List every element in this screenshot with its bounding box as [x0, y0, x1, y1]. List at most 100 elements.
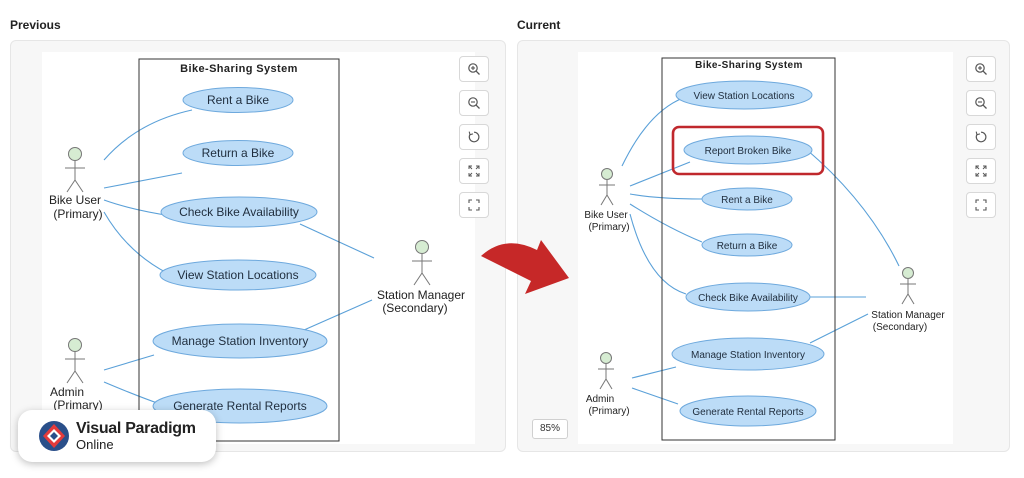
fullscreen-button[interactable]: [966, 192, 996, 218]
actor-head-icon: [68, 147, 82, 161]
fit-button[interactable]: [459, 158, 489, 184]
current-toolbar: [966, 56, 996, 218]
assoc-user-view: [621, 97, 684, 167]
usecase-label: Manage Station Inventory: [691, 350, 805, 361]
fit-button[interactable]: [966, 158, 996, 184]
usecase-label: Generate Rental Reports: [692, 407, 803, 418]
usecase-ellipse[interactable]: [159, 259, 317, 291]
previous-diagram-canvas[interactable]: Bike-Sharing System Rent a Bike Return a…: [42, 52, 475, 444]
system-name: Bike-Sharing System: [180, 63, 298, 75]
usecase-ellipse[interactable]: [182, 140, 294, 166]
zoom-out-button[interactable]: [459, 90, 489, 116]
actor-admin[interactable]: [598, 352, 614, 390]
actor-station-manager[interactable]: [900, 267, 916, 305]
zoom-in-button[interactable]: [459, 56, 489, 82]
visual-paradigm-logo: Visual Paradigm Online: [18, 410, 216, 462]
assoc-manager-report: [805, 148, 900, 267]
previous-panel: Bike-Sharing System Rent a Bike Return a…: [10, 40, 506, 452]
zoom-out-button[interactable]: [966, 90, 996, 116]
assoc-user-return: [103, 172, 183, 189]
reset-icon: [975, 131, 987, 143]
assoc-manager-manage: [809, 313, 869, 344]
assoc-admin-manage: [103, 354, 155, 371]
usecase-label: Check Bike Availability: [698, 293, 798, 304]
assoc-admin-manage: [631, 366, 677, 379]
assoc-admin-reports: [631, 387, 679, 405]
reset-button[interactable]: [459, 124, 489, 150]
assoc-user-view: [103, 211, 168, 274]
fullscreen-icon: [975, 199, 987, 211]
usecase-label: Rent a Bike: [207, 93, 269, 107]
logo-line1: Visual Paradigm: [76, 419, 196, 437]
actor-name: Bike User: [584, 210, 628, 221]
current-diagram: Bike-Sharing System View Station Locatio…: [584, 57, 945, 441]
usecase-label: View Station Locations: [177, 268, 298, 282]
system-boundary: [138, 58, 340, 442]
assoc-user-report: [629, 161, 691, 187]
current-diagram-canvas[interactable]: Bike-Sharing System View Station Locatio…: [578, 52, 953, 444]
actor-role: (Secondary): [382, 301, 447, 315]
usecase-ellipse[interactable]: [701, 233, 793, 257]
previous-toolbar: [459, 56, 489, 218]
previous-diagram: Bike-Sharing System Rent a Bike Return a…: [49, 58, 465, 442]
actor-name: Admin: [586, 394, 614, 405]
actor-name: Station Manager: [377, 288, 465, 302]
usecase-ellipse[interactable]: [182, 87, 294, 113]
zoom-out-icon: [975, 97, 987, 109]
actor-bike-user[interactable]: [599, 168, 615, 206]
usecase-ellipse[interactable]: [160, 196, 318, 228]
usecase-ellipse[interactable]: [152, 323, 328, 359]
usecase-label: Check Bike Availability: [179, 205, 299, 219]
visual-paradigm-logo-icon: [39, 421, 69, 451]
actor-head-icon: [600, 352, 612, 364]
usecase-label: Return a Bike: [202, 146, 275, 160]
actor-role: (Primary): [588, 222, 629, 233]
usecase-ellipse[interactable]: [675, 80, 813, 110]
zoom-in-icon: [468, 63, 480, 75]
usecase-label: Report Broken Bike: [705, 146, 792, 157]
actor-head-icon: [601, 168, 613, 180]
assoc-user-rent: [103, 109, 193, 161]
transition-arrow-icon: [481, 240, 569, 294]
reset-icon: [468, 131, 480, 143]
usecase-label: Return a Bike: [717, 241, 778, 252]
usecase-label: Rent a Bike: [721, 195, 773, 206]
usecase-label: Generate Rental Reports: [173, 399, 306, 413]
fullscreen-icon: [468, 199, 480, 211]
zoom-level-badge[interactable]: 85%: [532, 419, 569, 439]
current-title: Current: [517, 18, 561, 32]
actor-head-icon: [415, 240, 429, 254]
usecase-ellipse[interactable]: [683, 135, 813, 165]
system-boundary: [661, 57, 836, 441]
logo-line2: Online: [76, 436, 114, 452]
current-panel: Bike-Sharing System View Station Locatio…: [517, 40, 1010, 452]
assoc-manager-manage: [303, 299, 373, 331]
usecase-ellipse[interactable]: [685, 282, 811, 312]
usecase-label: Manage Station Inventory: [172, 334, 309, 348]
fullscreen-button[interactable]: [459, 192, 489, 218]
assoc-manager-check: [299, 223, 375, 259]
zoom-out-icon: [468, 97, 480, 109]
actor-role: (Primary): [53, 207, 102, 221]
reset-button[interactable]: [966, 124, 996, 150]
assoc-user-return: [629, 203, 703, 243]
actor-station-manager[interactable]: [412, 240, 432, 286]
usecase-ellipse[interactable]: [671, 337, 825, 371]
actor-admin[interactable]: [65, 338, 85, 384]
actor-role: (Secondary): [873, 322, 927, 333]
zoom-in-button[interactable]: [966, 56, 996, 82]
usecase-ellipse[interactable]: [679, 395, 817, 427]
system-name: Bike-Sharing System: [695, 60, 803, 71]
actor-name: Station Manager: [871, 310, 945, 321]
actor-role: (Primary): [588, 406, 629, 417]
usecase-label: View Station Locations: [694, 91, 795, 102]
zoom-in-icon: [975, 63, 987, 75]
actor-name: Admin: [50, 385, 84, 399]
actor-bike-user[interactable]: [65, 147, 85, 193]
actor-head-icon: [902, 267, 914, 279]
highlight-box-report-broken-bike: [671, 125, 825, 176]
usecase-ellipse[interactable]: [701, 187, 793, 211]
actor-role: (Primary): [53, 398, 102, 412]
fit-icon: [468, 165, 480, 177]
actor-name: Bike User: [49, 193, 101, 207]
